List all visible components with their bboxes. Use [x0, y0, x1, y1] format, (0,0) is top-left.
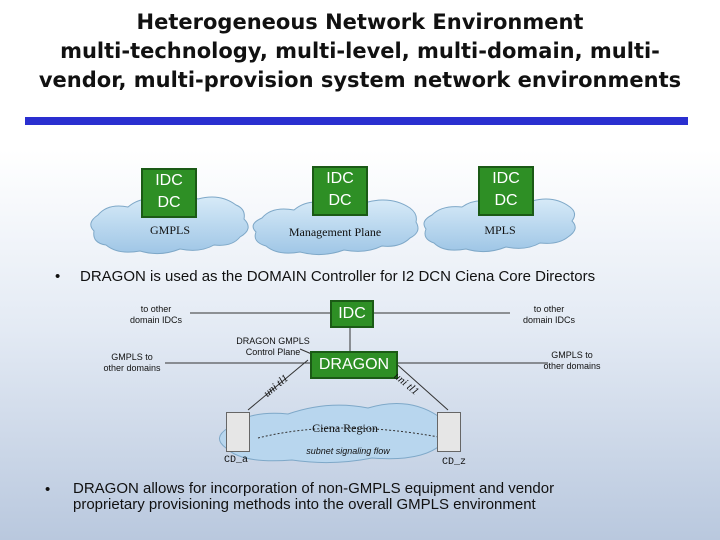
bullet-symbol-1: •: [55, 268, 61, 285]
cloud-gmpls-label: GMPLS: [149, 223, 190, 237]
left-gmpls-note-1: GMPLS to: [111, 352, 153, 362]
idc-dc-box-3-line1: IDC: [492, 170, 520, 187]
idc-dc-box-1-line2: DC: [157, 194, 181, 211]
idc-dc-box-1: IDC DC: [141, 168, 197, 218]
right-gmpls-note: GMPLS to other domains: [536, 350, 608, 372]
left-idc-note-2: domain IDCs: [129, 315, 183, 325]
bullet-text-1: DRAGON is used as the DOMAIN Controller …: [80, 268, 596, 285]
right-gmpls-note-1: GMPLS to: [551, 350, 593, 360]
left-gmpls-note: GMPLS to other domains: [96, 352, 168, 374]
dragon-box: DRAGON: [310, 351, 398, 379]
control-plane-note: DRAGON GMPLS Control Plane: [232, 336, 314, 358]
node-left-label: CD_a: [224, 455, 249, 466]
slide-title: Heterogeneous Network Environment multi-…: [20, 8, 700, 95]
left-gmpls-note-2: other domains: [103, 363, 161, 373]
idc-dc-box-3-line2: DC: [494, 192, 518, 209]
bullet-symbol-2: •: [45, 481, 51, 498]
title-divider-bar: [25, 117, 688, 125]
cloud-mpls-label: MPLS: [484, 223, 516, 237]
idc-dc-box-2-line2: DC: [328, 192, 352, 209]
right-idc-note-2: domain IDCs: [522, 315, 576, 325]
bullet-text-2-line1: DRAGON allows for incorporation of non-G…: [73, 480, 555, 497]
subnet-flow-label: subnet signaling flow: [306, 446, 390, 456]
cloud-management-label: Management Plane: [288, 225, 382, 239]
idc-dc-box-2: IDC DC: [312, 166, 368, 216]
control-plane-note-1: DRAGON GMPLS: [236, 336, 310, 346]
idc-dc-box-3: IDC DC: [478, 166, 534, 216]
control-plane-note-2: Control Plane: [245, 347, 301, 357]
idc-box: IDC: [330, 300, 374, 328]
title-line-3: vendor, multi-provision system network e…: [38, 68, 682, 92]
ciena-node-left-icon: [226, 412, 250, 452]
bullet-text-2: DRAGON allows for incorporation of non-G…: [73, 481, 713, 513]
node-right-label: CD_z: [442, 457, 467, 468]
idc-dc-box-2-line1: IDC: [326, 170, 354, 187]
left-idc-note: to other domain IDCs: [120, 304, 192, 326]
bullet-text-2-line2: proprietary provisioning methods into th…: [73, 496, 536, 513]
right-idc-note: to other domain IDCs: [510, 304, 588, 326]
right-idc-note-1: to other: [533, 304, 565, 314]
ciena-region-label: Ciena Region: [312, 421, 378, 435]
left-idc-note-1: to other: [140, 304, 172, 314]
idc-dc-box-1-line1: IDC: [155, 172, 183, 189]
title-line-1: Heterogeneous Network Environment: [136, 10, 584, 34]
right-gmpls-note-2: other domains: [543, 361, 601, 371]
ciena-node-right-icon: [437, 412, 461, 452]
title-line-2: multi-technology, multi-level, multi-dom…: [60, 39, 660, 63]
